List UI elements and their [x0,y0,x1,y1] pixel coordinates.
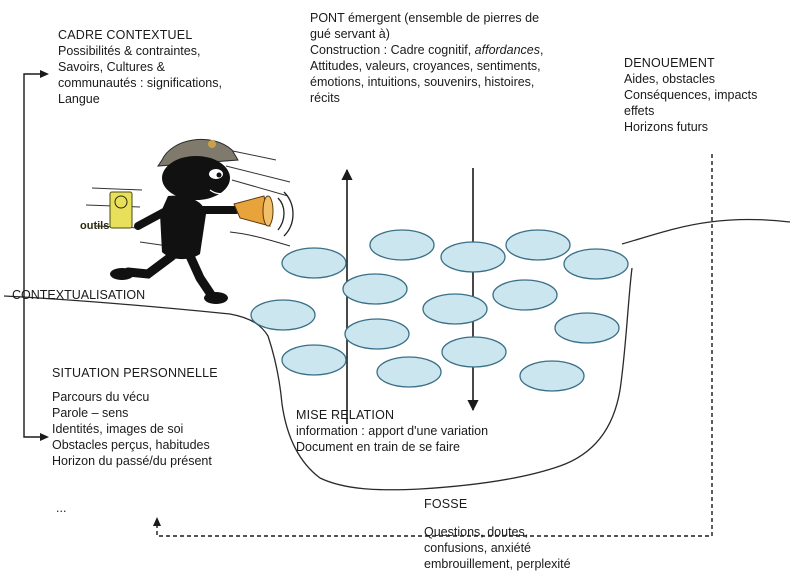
ground-pit-top [229,231,291,247]
stone [281,344,347,376]
dashed-loop-arrowhead [153,517,161,526]
stone [422,293,488,325]
denouement-line: effets [624,104,655,118]
mise-relation-line: information : apport d'une variation [296,424,489,438]
mise-relation-title: MISE RELATION [296,408,395,422]
stone [505,229,571,261]
cadre-line: Possibilités & contraintes, [58,44,201,58]
fosse-title: FOSSE [424,497,468,511]
stone [492,279,558,311]
cadre-line: Langue [58,92,100,106]
stone [342,273,408,305]
fosse-line: embrouillement, perplexité [424,557,571,571]
cadre-contextuel-title: CADRE CONTEXTUEL [58,28,193,42]
pont-construction-line: Construction : Cadre cognitif, affordanc… [310,43,544,57]
pont-line: PONT émergent (ensemble de pierres de [310,11,540,25]
situation-line: Parcours du vécu [52,390,150,404]
pit-bottom [419,267,633,490]
situation-line: Obstacles perçus, habitudes [52,438,210,452]
stepping-stones [250,229,629,392]
fosse-block: FOSSE Questions, doutes, confusions, anx… [424,496,571,572]
denouement-title: DENOUEMENT [624,56,715,70]
stone [250,299,316,331]
denouement-line: Horizons futurs [624,120,709,134]
affordances-term: affordances [474,43,540,57]
situation-line: Horizon du passé/du présent [52,454,212,468]
situation-personnelle-block: SITUATION PERSONNELLE Parcours du vécu P… [52,365,218,469]
stone [563,248,629,280]
fosse-line: Questions, doutes, [424,525,529,539]
cadre-line: Savoirs, Cultures & [58,60,165,74]
ground-right-bank [621,218,791,245]
mise-relation-block: MISE RELATION information : apport d'une… [296,407,488,455]
stone [554,312,620,344]
bracket-arrowhead-bottom [40,433,49,441]
situation-line: Identités, images de soi [52,422,184,436]
denouement-block: DENOUEMENT Aides, obstacles Conséquences… [624,55,757,135]
denouement-line: Aides, obstacles [624,72,716,86]
fosse-line: confusions, anxiété [424,541,532,555]
situation-title: SITUATION PERSONNELLE [52,366,218,380]
pont-line: gué servant à) [310,27,390,41]
cadre-contextuel-block: CADRE CONTEXTUEL Possibilités & contrain… [58,27,222,107]
bracket-arrowhead-top [40,70,49,78]
mise-relation-line: Document en train de se faire [296,440,460,454]
stone [369,229,435,261]
pont-line: Attitudes, valeurs, croyances, sentiment… [310,59,541,73]
ground-left-bank [3,295,421,491]
dashed-feedback-loop [156,154,713,537]
stone [440,241,506,273]
denouement-line: Conséquences, impacts [624,88,758,102]
stone [344,318,410,350]
stone [281,247,347,279]
contextualisation-label: CONTEXTUALISATION [12,288,146,302]
left-bracket [23,73,46,438]
cadre-line: communautés : significations, [58,76,222,90]
stone [441,336,507,368]
pont-block: PONT émergent (ensemble de pierres de gu… [310,10,543,106]
situation-ellipsis: ... [56,501,67,515]
stone [376,356,442,388]
pont-line: récits [310,91,340,105]
running-character-illustration [85,138,294,304]
outils-label: outils [80,220,110,232]
stone [519,360,585,392]
situation-line: Parole – sens [52,406,129,420]
pont-line: émotions, intuitions, souvenirs, histoir… [310,75,535,89]
